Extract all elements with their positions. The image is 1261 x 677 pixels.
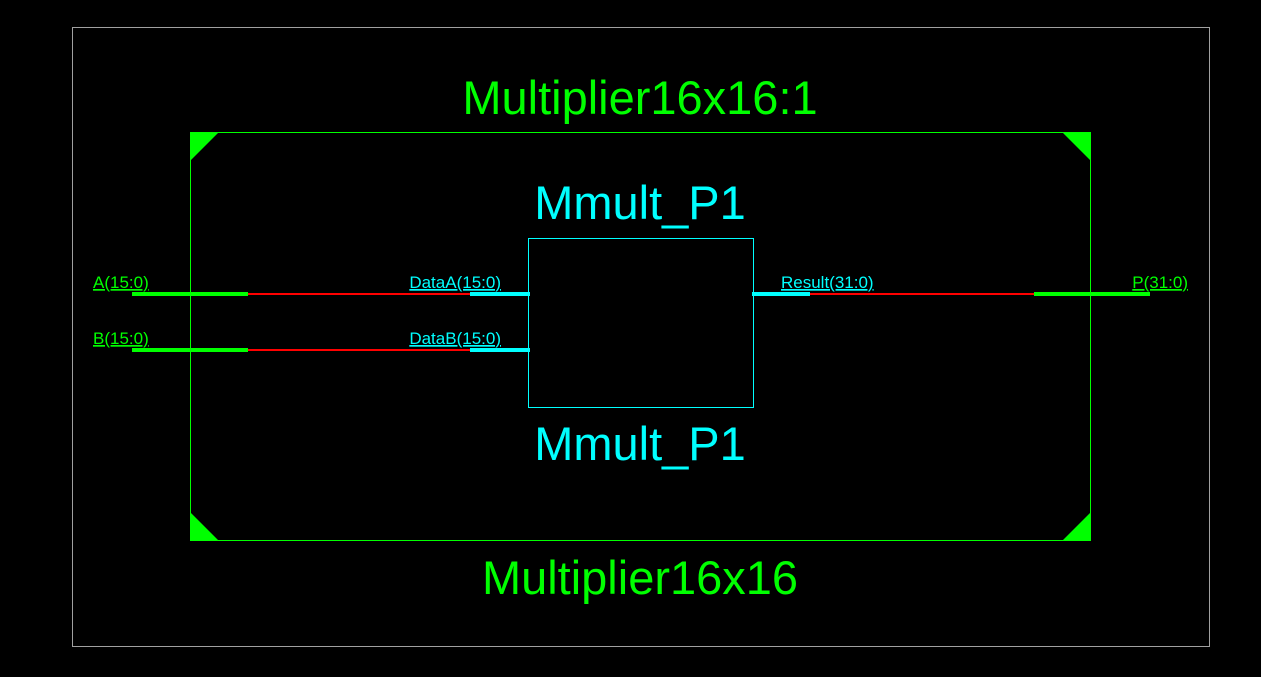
module-port-b-label: B(15:0)	[93, 329, 149, 348]
instance-block-mmult-p1[interactable]	[528, 238, 754, 408]
instance-bottom-label: Mmult_P1	[534, 417, 746, 470]
module-port-a-label: A(15:0)	[93, 273, 149, 292]
corner-marker-bottom-right	[1062, 512, 1091, 541]
instance-pin-dataa-label: DataA(15:0)	[409, 273, 501, 292]
module-type-label: Multiplier16x16	[482, 551, 798, 604]
corner-marker-bottom-left	[190, 512, 219, 541]
instance-top-label: Mmult_P1	[534, 176, 746, 229]
module-boundary[interactable]	[190, 132, 1091, 541]
module-port-p-label: P(31:0)	[1132, 273, 1188, 292]
module-block[interactable]	[190, 132, 1091, 541]
corner-marker-top-right	[1062, 132, 1091, 161]
instance-pin-datab-label: DataB(15:0)	[409, 329, 501, 348]
instance-pin-result-label: Result(31:0)	[781, 273, 874, 292]
corner-marker-top-left	[190, 132, 219, 161]
sheet-border	[72, 27, 1210, 647]
module-instance-label: Multiplier16x16:1	[462, 71, 817, 124]
